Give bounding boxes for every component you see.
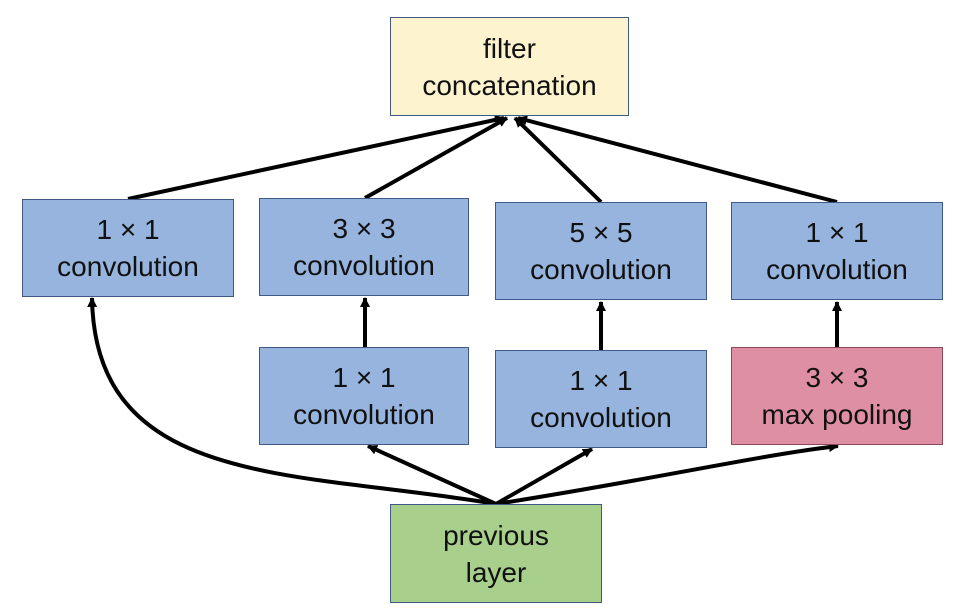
edge-input-to-conv1x1-b — [367, 444, 497, 506]
previous-layer-line2: layer — [465, 556, 527, 588]
previous-layer-line1: previous — [443, 519, 549, 551]
edge-input-to-conv1x1-c — [495, 447, 593, 506]
conv-5x5-line2: convolution — [530, 254, 672, 285]
conv-1x1-reduce-3x3-line2: convolution — [293, 399, 435, 430]
filter-concatenation-line2: concatenation — [422, 69, 597, 101]
conv-1x1-reduce-5x5-line2: convolution — [530, 402, 672, 433]
edge-layer — [87, 115, 842, 506]
conv-1x1-left-box: 1 × 1 convolution — [22, 199, 234, 297]
conv-1x1-right-line1: 1 × 1 — [805, 217, 869, 248]
conv-5x5-line1: 5 × 5 — [569, 217, 633, 248]
edge-conv1x1-a-to-concat — [127, 115, 505, 201]
edge-conv5x5-to-concat — [513, 116, 603, 204]
conv-5x5-box: 5 × 5 convolution — [495, 202, 707, 300]
edge-input-to-maxpool — [495, 442, 839, 506]
filter-concatenation-line1: filter — [483, 32, 536, 64]
conv-1x1-left-line2: convolution — [57, 251, 199, 282]
conv-3x3-line1: 3 × 3 — [332, 213, 396, 244]
max-pooling-box: 3 × 3 max pooling — [731, 347, 943, 445]
conv-1x1-left-line1: 1 × 1 — [96, 214, 160, 245]
conv-1x1-reduce-3x3-line1: 1 × 1 — [332, 362, 396, 393]
edge-input-to-conv1x1-a — [87, 297, 497, 506]
edge-conv3x3-to-concat — [364, 116, 508, 200]
conv-1x1-reduce-5x5-box: 1 × 1 convolution — [495, 350, 707, 448]
conv-3x3-line2: convolution — [293, 250, 435, 281]
edge-conv1x1-d-to-concat — [517, 115, 838, 204]
conv-1x1-right-box: 1 × 1 convolution — [731, 202, 943, 300]
conv-1x1-reduce-3x3-box: 1 × 1 convolution — [259, 347, 469, 445]
max-pooling-line2: max pooling — [761, 399, 913, 430]
conv-3x3-box: 3 × 3 convolution — [259, 198, 469, 296]
conv-1x1-reduce-5x5-line1: 1 × 1 — [569, 365, 633, 396]
filter-concatenation-box: filter concatenation — [390, 17, 629, 116]
conv-1x1-right-line2: convolution — [766, 254, 908, 285]
previous-layer-box: previous layer — [390, 504, 602, 603]
max-pooling-line1: 3 × 3 — [805, 362, 869, 393]
